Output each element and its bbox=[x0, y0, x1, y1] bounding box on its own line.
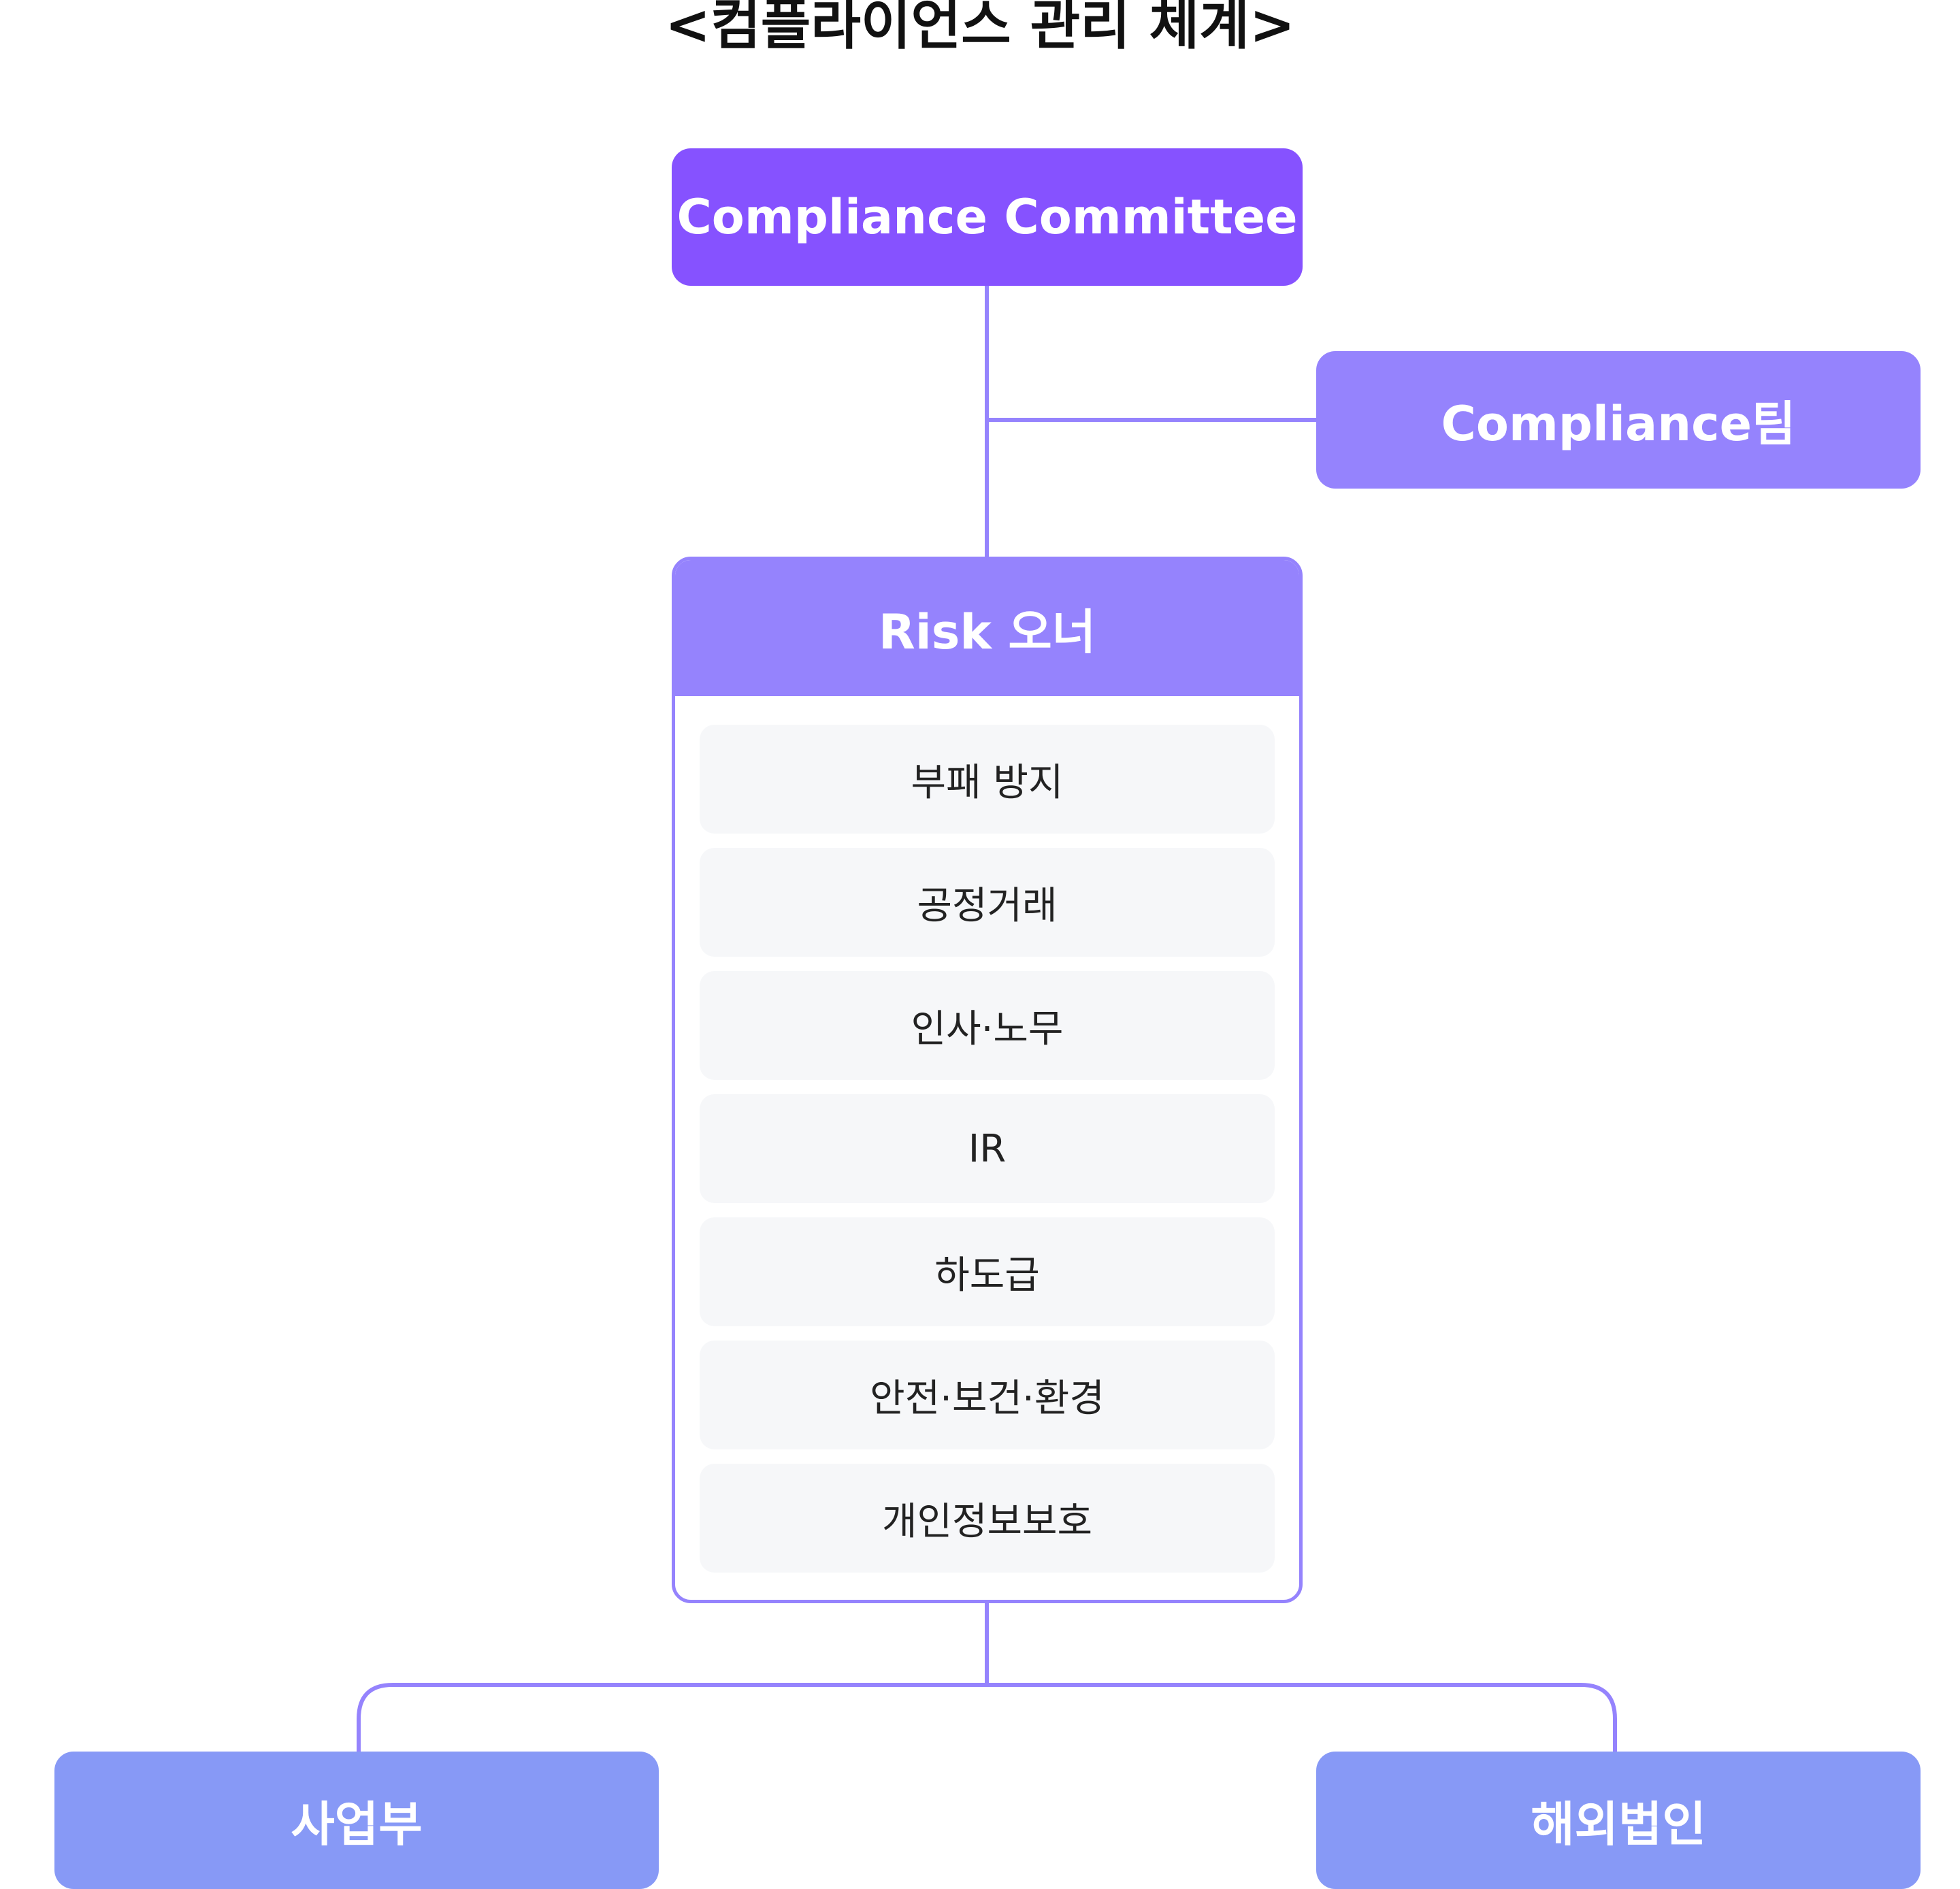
risk-item-subcontracting: 하도급 bbox=[700, 1217, 1275, 1326]
compliance-committee-node: Compliance Committee bbox=[672, 148, 1303, 286]
compliance-team-node: Compliance팀 bbox=[1316, 351, 1921, 489]
compliance-team-label: Compliance팀 bbox=[1441, 395, 1796, 452]
risk-owner-header: Risk 오너 bbox=[675, 560, 1299, 696]
business-division-node: 사업부 bbox=[54, 1752, 659, 1889]
risk-item-privacy: 개인정보보호 bbox=[700, 1464, 1275, 1573]
risk-owner-list: 부패 방지 공정거래 인사·노무 IR 하도급 안전·보건·환경 개인정보보호 bbox=[700, 725, 1275, 1587]
business-division-label: 사업부 bbox=[291, 1796, 423, 1852]
risk-item-hr-labor: 인사·노무 bbox=[700, 971, 1275, 1080]
risk-owner-label: Risk 오너 bbox=[878, 604, 1096, 660]
risk-item-ir: IR bbox=[700, 1094, 1275, 1203]
overseas-subsidiary-label: 해외법인 bbox=[1531, 1796, 1706, 1852]
compliance-committee-label: Compliance Committee bbox=[676, 189, 1298, 245]
connector-bottom-branch bbox=[357, 1683, 1617, 1752]
risk-item-safety-health-environment: 안전·보건·환경 bbox=[700, 1341, 1275, 1449]
risk-item-anti-corruption: 부패 방지 bbox=[700, 725, 1275, 834]
diagram-title: <컴플라이언스 관리 체계> bbox=[665, 0, 1295, 56]
risk-owner-box: Risk 오너 부패 방지 공정거래 인사·노무 IR 하도급 안전·보건·환경… bbox=[672, 557, 1303, 1603]
overseas-subsidiary-node: 해외법인 bbox=[1316, 1752, 1921, 1889]
risk-item-fair-trade: 공정거래 bbox=[700, 848, 1275, 957]
